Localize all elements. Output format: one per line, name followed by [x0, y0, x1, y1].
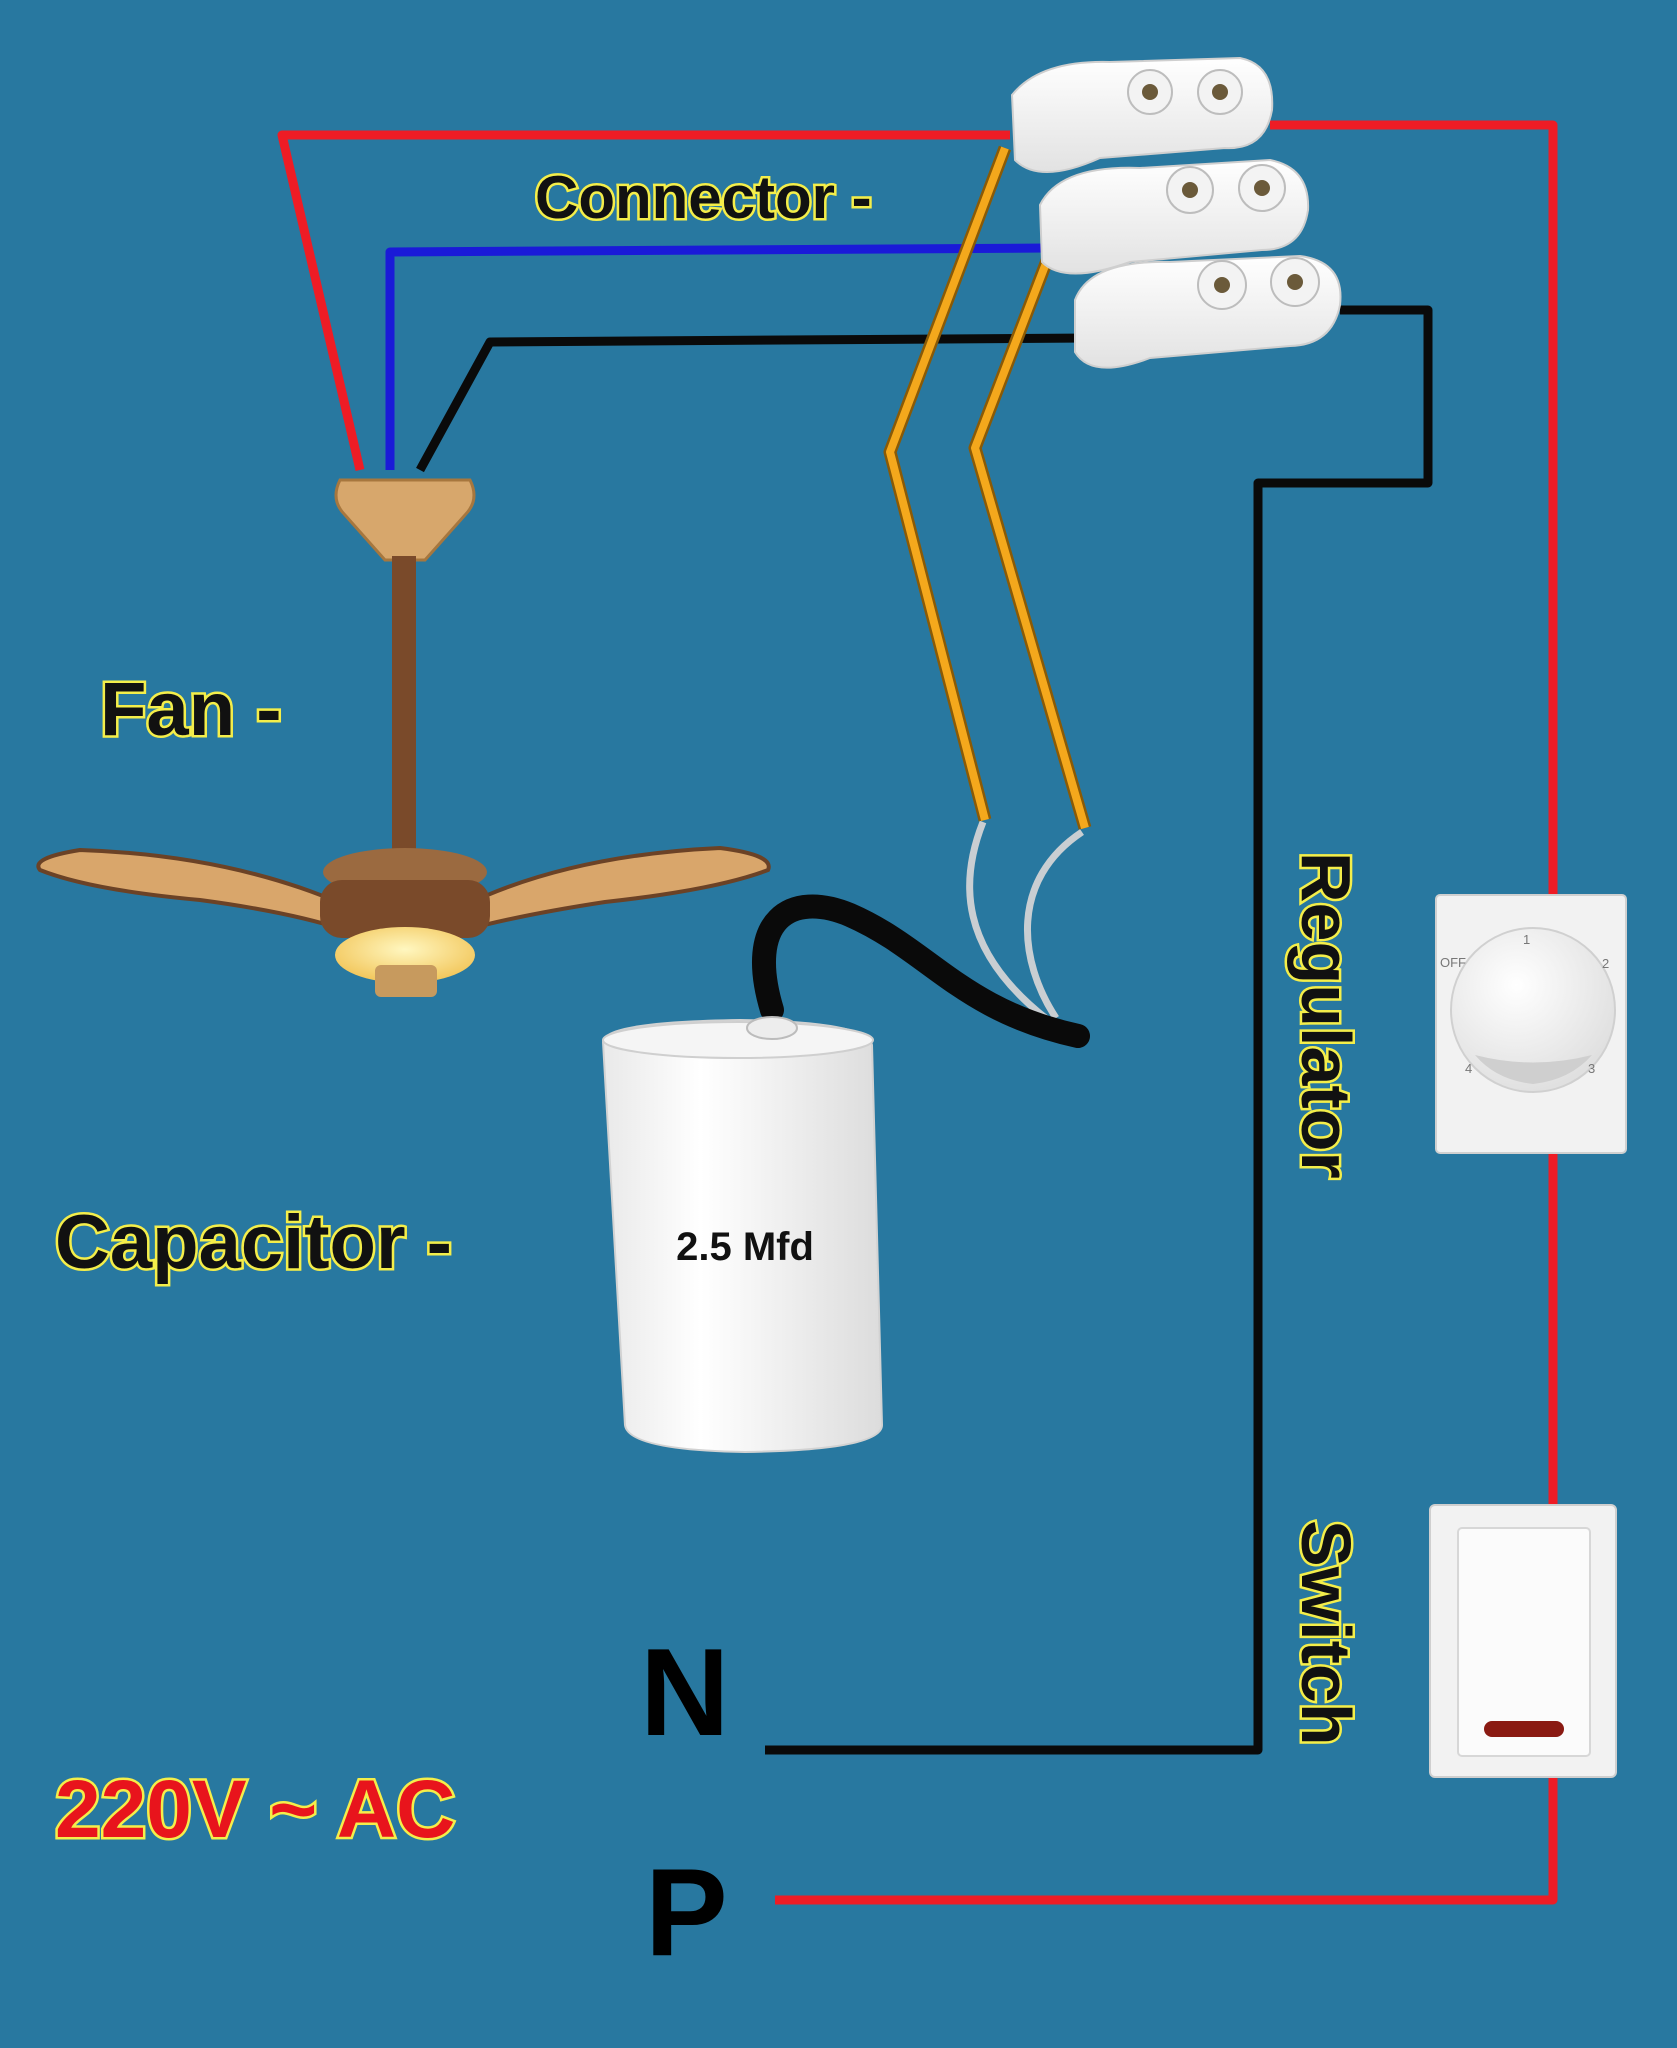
fan-light-bulb: [335, 927, 475, 983]
capacitor-body: [601, 1018, 884, 1454]
capacitor-top: [602, 1021, 874, 1059]
fan-downrod: [392, 556, 416, 856]
capacitor-wire-2-core: [971, 256, 1089, 830]
neutral-terminal-label: N: [640, 1624, 730, 1762]
capacitor-lead-bare-1: [966, 820, 1051, 1023]
capacitor-wire-2: [968, 255, 1092, 830]
capacitor-label: Capacitor -: [55, 1200, 452, 1285]
regulator-mark-4: 4: [1465, 1061, 1472, 1076]
switch-indicator-light: [1484, 1721, 1564, 1737]
regulator-mark-2: 2: [1602, 956, 1609, 971]
phase-wire-fan: [277, 130, 1010, 472]
wires: [277, 120, 1558, 1905]
connector-terminal-1: [1010, 56, 1274, 173]
fan-blade-left: [36, 847, 347, 933]
neutral-wire-supply: [765, 305, 1433, 1755]
connector-block: [1010, 56, 1342, 369]
capacitor-rating: 2.5 Mfd: [676, 1225, 814, 1269]
regulator-mark-1: 1: [1523, 932, 1530, 947]
regulator-knob-pointer: [1475, 1055, 1592, 1084]
fan-label: Fan -: [100, 667, 282, 752]
ceiling-fan: [36, 478, 771, 997]
fan-light-cap: [375, 965, 437, 997]
fan-motor-body: [320, 880, 490, 938]
connector-terminal-3: [1074, 254, 1342, 369]
capacitor-lead-bare-2: [1024, 829, 1084, 1020]
connector-label: Connector -: [535, 164, 872, 231]
phase-terminal-label: P: [645, 1844, 728, 1982]
fan-blade-right: [463, 845, 771, 933]
capacitor: 2.5 Mfd: [601, 1016, 884, 1454]
fan-canopy: [334, 478, 476, 562]
connector-terminal-2: [1038, 158, 1310, 275]
capacitor-wire-1-core: [886, 146, 1009, 821]
regulator-label: Regulator: [1287, 852, 1365, 1179]
fan-regulator: OFF 1 2 3 4: [1435, 894, 1627, 1154]
regulator-mark-3: 3: [1588, 1061, 1595, 1076]
fan-wire-blue: [385, 243, 1049, 470]
regulator-mark-off: OFF: [1440, 955, 1466, 970]
neutral-wire-fan: [416, 333, 1091, 473]
wall-switch: [1429, 1504, 1617, 1778]
capacitor-terminal-cap: [746, 1016, 798, 1040]
regulator-knob[interactable]: [1450, 927, 1616, 1093]
switch-rocker[interactable]: [1457, 1527, 1591, 1757]
supply-voltage-label: 220V ~ AC: [55, 1764, 455, 1855]
capacitor-cable: [752, 894, 1090, 1048]
switch-label: Switch: [1287, 1520, 1365, 1746]
